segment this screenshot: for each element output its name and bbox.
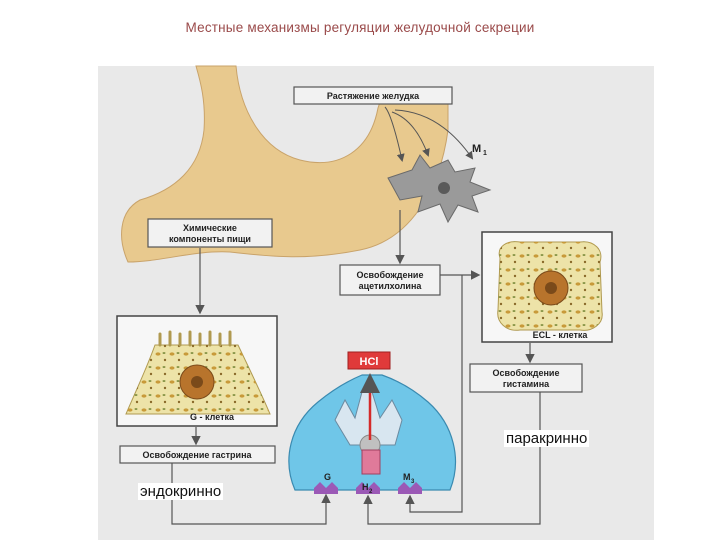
svg-text:1: 1: [483, 150, 487, 157]
stretch-label: Растяжение желудка: [327, 91, 420, 101]
receptor-g-label: G: [324, 472, 331, 482]
chem-label-1: Химические: [183, 223, 237, 233]
chem-label-2: компоненты пищи: [169, 234, 251, 244]
receptor-h-label: H: [362, 482, 369, 492]
paracrine-label: паракринно: [504, 430, 589, 447]
receptor-m-label: M: [403, 472, 411, 482]
g-cell-label: G - клетка: [190, 412, 235, 422]
hcl-label: HCl: [360, 356, 379, 368]
ach-label-2: ацетилхолина: [359, 281, 423, 291]
hist-label-2: гистамина: [503, 379, 550, 389]
hist-label-1: Освобождение: [493, 368, 560, 378]
ecl-cell-label: ECL - клетка: [533, 330, 589, 340]
gastrin-label: Освобождение гастрина: [142, 450, 252, 460]
ach-label-1: Освобождение: [357, 270, 424, 280]
neuron-label: M: [472, 143, 481, 155]
endocrine-label: эндокринно: [138, 483, 223, 500]
